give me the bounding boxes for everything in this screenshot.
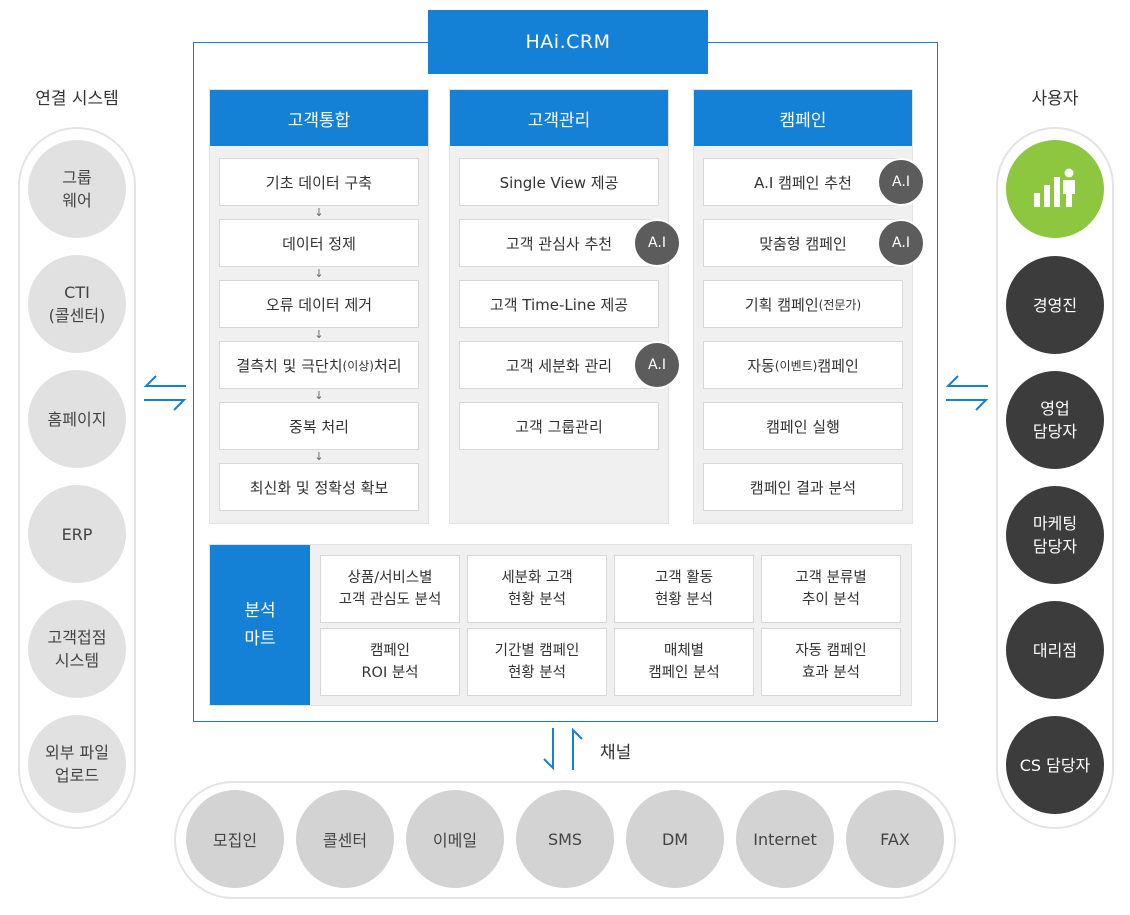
analysis-item: 자동 캠페인 효과 분석	[761, 628, 901, 696]
process-box: 기초 데이터 구축	[219, 158, 419, 206]
process-box: A.I 캠페인 추천	[703, 158, 903, 206]
user-icon-circle	[1006, 140, 1104, 238]
analysis-item: 매체별 캠페인 분석	[614, 628, 754, 696]
user-item: 영업 담당자	[1006, 371, 1104, 469]
process-label-tail: 캠페인	[817, 356, 859, 375]
process-label: 결측치 및 극단치	[236, 356, 343, 375]
user-column	[996, 127, 1114, 829]
right-exchange-arrows-icon	[945, 375, 989, 411]
system-item: 고객접점 시스템	[28, 600, 126, 698]
system-item: 홈페이지	[28, 370, 126, 468]
down-arrow-icon: ↓	[314, 450, 324, 463]
system-item: ERP	[28, 485, 126, 583]
process-box: 최신화 및 정확성 확보	[219, 463, 419, 511]
process-box: 고객 세분화 관리	[459, 341, 659, 389]
down-arrow-icon: ↓	[314, 267, 324, 280]
process-label: 고객 그룹관리	[515, 417, 603, 436]
process-label: 맞춤형 캠페인	[759, 234, 847, 253]
process-note: (이상)	[342, 358, 374, 373]
process-box: 고객 그룹관리	[459, 402, 659, 450]
process-label-tail: 처리	[373, 356, 402, 375]
process-box: 데이터 정제	[219, 219, 419, 267]
crm-title: HAi.CRM	[428, 10, 708, 74]
process-note: (이벤트)	[774, 358, 818, 373]
process-box: 고객 관심사 추천	[459, 219, 659, 267]
process-note: (전문가)	[818, 297, 862, 312]
ai-badge: A.I	[877, 158, 925, 206]
system-item: CTI (콜센터)	[28, 255, 126, 353]
process-label: 오류 데이터 제거	[265, 295, 373, 314]
process-box: 오류 데이터 제거	[219, 280, 419, 328]
left-panel-title: 연결 시스템	[35, 89, 119, 109]
process-label: 자동	[747, 356, 775, 375]
process-label: 기획 캠페인	[744, 295, 819, 314]
process-box: 기획 캠페인 (전문가)	[703, 280, 903, 328]
left-system-column	[18, 127, 136, 829]
channel-item: Internet	[736, 790, 834, 888]
column-title: 고객통합	[210, 90, 428, 146]
process-label: 최신화 및 정확성 확보	[249, 478, 389, 497]
user-item: 마케팅 담당자	[1006, 486, 1104, 584]
process-label: A.I 캠페인 추천	[754, 173, 852, 192]
analysis-item: 고객 활동 현황 분석	[614, 555, 754, 623]
process-label: 기초 데이터 구축	[265, 173, 373, 192]
process-box: 자동 (이벤트) 캠페인	[703, 341, 903, 389]
down-arrow-icon: ↓	[314, 389, 324, 402]
analysis-item: 세분화 고객 현황 분석	[467, 555, 607, 623]
process-box: 중복 처리	[219, 402, 419, 450]
channel-item: SMS	[516, 790, 614, 888]
user-item: 경영진	[1006, 256, 1104, 354]
right-panel-title: 사용자	[1031, 89, 1079, 109]
analysis-item: 기간별 캠페인 현황 분석	[467, 628, 607, 696]
process-box: 캠페인 실행	[703, 402, 903, 450]
ai-badge: A.I	[877, 219, 925, 267]
channel-label: 채널	[600, 743, 632, 763]
process-label: 고객 세분화 관리	[505, 356, 613, 375]
system-item: 외부 파일 업로드	[28, 715, 126, 813]
process-label: 데이터 정제	[282, 234, 356, 253]
channel-arrows-icon	[543, 727, 583, 771]
system-item: 그룹 웨어	[28, 140, 126, 238]
process-label: 중복 처리	[289, 417, 349, 436]
column-title: 고객관리	[450, 90, 668, 146]
chart-person-icon	[1034, 168, 1075, 207]
ai-badge: A.I	[633, 341, 681, 389]
user-item: CS 담당자	[1006, 716, 1104, 814]
channel-item: 모집인	[186, 790, 284, 888]
analysis-item: 상품/서비스별 고객 관심도 분석	[320, 555, 460, 623]
column-title: 캠페인	[694, 90, 912, 146]
down-arrow-icon: ↓	[314, 328, 324, 341]
channel-item: 이메일	[406, 790, 504, 888]
ai-badge: A.I	[633, 219, 681, 267]
process-label: 캠페인 결과 분석	[749, 478, 857, 497]
analysis-item: 캠페인 ROI 분석	[320, 628, 460, 696]
process-label: 고객 관심사 추천	[505, 234, 613, 253]
process-label: Single View 제공	[499, 173, 619, 192]
left-exchange-arrows-icon	[143, 375, 187, 411]
process-box: 캠페인 결과 분석	[703, 463, 903, 511]
analysis-item: 고객 분류별 추이 분석	[761, 555, 901, 623]
process-box: 고객 Time-Line 제공	[459, 280, 659, 328]
process-box: 맞춤형 캠페인	[703, 219, 903, 267]
process-label: 캠페인 실행	[766, 417, 840, 436]
user-item: 대리점	[1006, 601, 1104, 699]
channel-item: FAX	[846, 790, 944, 888]
down-arrow-icon: ↓	[314, 206, 324, 219]
process-label: 고객 Time-Line 제공	[489, 295, 629, 314]
analysis-mart-title: 분석 마트	[210, 545, 310, 705]
process-box: 결측치 및 극단치(이상) 처리	[219, 341, 419, 389]
channel-item: DM	[626, 790, 724, 888]
process-box: Single View 제공	[459, 158, 659, 206]
channel-item: 콜센터	[296, 790, 394, 888]
